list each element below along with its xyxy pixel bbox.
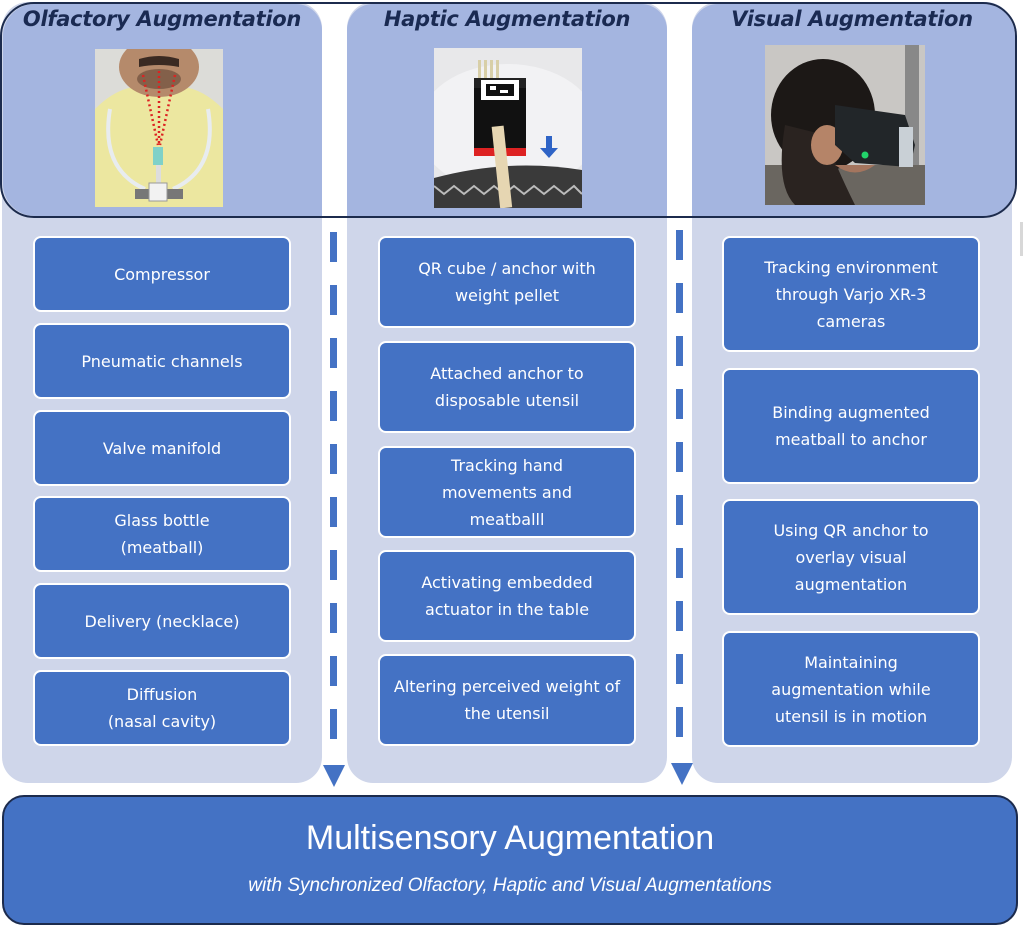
multisensory-summary-box: Multisensory Augmentation with Synchroni… (2, 795, 1018, 925)
visual-photo (765, 45, 925, 205)
haptic-step: QR cube / anchor with weight pellet (378, 236, 636, 328)
olfactory-step: Pneumatic channels (33, 323, 291, 399)
olfactory-step: Compressor (33, 236, 291, 312)
olfactory-step: Glass bottle (meatball) (33, 496, 291, 572)
olfactory-step: Diffusion (nasal cavity) (33, 670, 291, 746)
visual-step: Binding augmented meatball to anchor (722, 368, 980, 484)
haptic-title: Haptic Augmentation (383, 7, 631, 31)
haptic-step: Tracking hand movements and meatballl (378, 446, 636, 538)
haptic-step: Activating embedded actuator in the tabl… (378, 550, 636, 642)
dashed-arrow-line (676, 230, 683, 760)
haptic-photo (434, 48, 582, 208)
haptic-step: Attached anchor to disposable utensil (378, 341, 636, 433)
haptic-step: Altering perceived weight of the utensil (378, 654, 636, 746)
olfactory-photo (95, 49, 223, 207)
dashed-arrow-line (330, 232, 337, 762)
arrow-down-icon (323, 765, 345, 787)
visual-step: Using QR anchor to overlay visual augmen… (722, 499, 980, 615)
visual-title: Visual Augmentation (731, 7, 973, 31)
olfactory-step: Delivery (necklace) (33, 583, 291, 659)
arrow-down-icon (671, 763, 693, 785)
visual-step: Tracking environment through Varjo XR-3 … (722, 236, 980, 352)
visual-step: Maintaining augmentation while utensil i… (722, 631, 980, 747)
footer-subtitle: with Synchronized Olfactory, Haptic and … (248, 875, 772, 896)
olfactory-step: Valve manifold (33, 410, 291, 486)
olfactory-title: Olfactory Augmentation (22, 7, 302, 31)
footer-title: Multisensory Augmentation (305, 819, 715, 857)
edge-mark (1020, 222, 1023, 256)
